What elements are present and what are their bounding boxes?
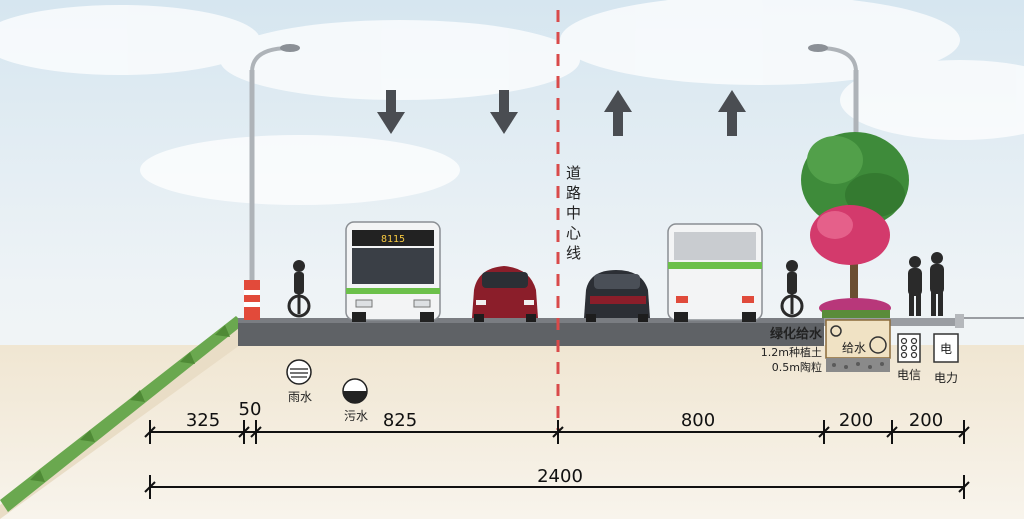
bus-right-icon	[667, 223, 763, 322]
grass-texture	[30, 325, 230, 482]
centerline-char-2: 路	[566, 184, 581, 202]
rainwater-label: 雨水	[288, 390, 312, 404]
telecom-duct-icon	[897, 333, 921, 363]
flowering-tree-icon	[810, 205, 890, 298]
dim-50: 50	[239, 399, 262, 420]
centerline-label: 道 路 中 心 线	[566, 164, 581, 262]
road-surface	[238, 322, 824, 346]
embankment-grass	[0, 316, 244, 512]
flower-bed	[819, 298, 891, 318]
direction-arrows	[377, 90, 746, 136]
bus-destination-sign: 8115	[381, 234, 405, 245]
clouds	[0, 0, 1024, 205]
dimension-line-row1	[144, 420, 970, 444]
dim-800: 800	[681, 410, 715, 431]
green-water-label: 绿化给水	[770, 326, 823, 342]
dim-total: 2400	[537, 466, 583, 487]
arrow-down-icon	[490, 90, 518, 134]
pedestrians-icon	[908, 252, 944, 316]
cyclist-right-icon	[780, 260, 804, 318]
centerline-char-1: 道	[566, 164, 581, 182]
water-supply-pipe-icon	[869, 336, 887, 354]
centerline-char-3: 中	[566, 204, 581, 222]
cyclist-left-icon	[287, 260, 311, 318]
street-lamp-left-icon	[244, 44, 300, 320]
green-water-pipe-icon	[830, 325, 842, 337]
dim-200-a: 200	[839, 410, 873, 431]
sewage-label: 污水	[344, 409, 368, 423]
bus-left-icon: 8115	[345, 221, 441, 322]
dim-825: 825	[383, 410, 417, 431]
water-supply-label: 给水	[842, 341, 866, 355]
planting-soil-label: 1.2m种植土	[761, 345, 822, 359]
sidewalk	[824, 318, 964, 326]
centerline-char-4: 心	[566, 224, 581, 242]
sewage-pipe-icon	[342, 378, 368, 404]
telecom-label: 电信	[897, 368, 921, 382]
rainwater-pipe-icon	[286, 359, 312, 385]
ceramic-grain-label: 0.5m陶粒	[772, 360, 822, 374]
power-label: 电力	[934, 371, 958, 385]
car-right-icon	[584, 270, 650, 322]
dim-200-b: 200	[909, 410, 943, 431]
power-duct-icon: 电	[933, 333, 959, 363]
arrow-up-icon	[718, 90, 746, 136]
arrow-up-icon	[604, 90, 632, 136]
dimension-line-total	[144, 475, 970, 499]
power-box-char: 电	[940, 342, 952, 356]
car-left-icon	[472, 266, 538, 322]
centerline-char-5: 线	[566, 244, 581, 262]
planting-box	[825, 319, 891, 372]
arrow-down-icon	[377, 90, 405, 134]
dim-325: 325	[186, 410, 220, 431]
